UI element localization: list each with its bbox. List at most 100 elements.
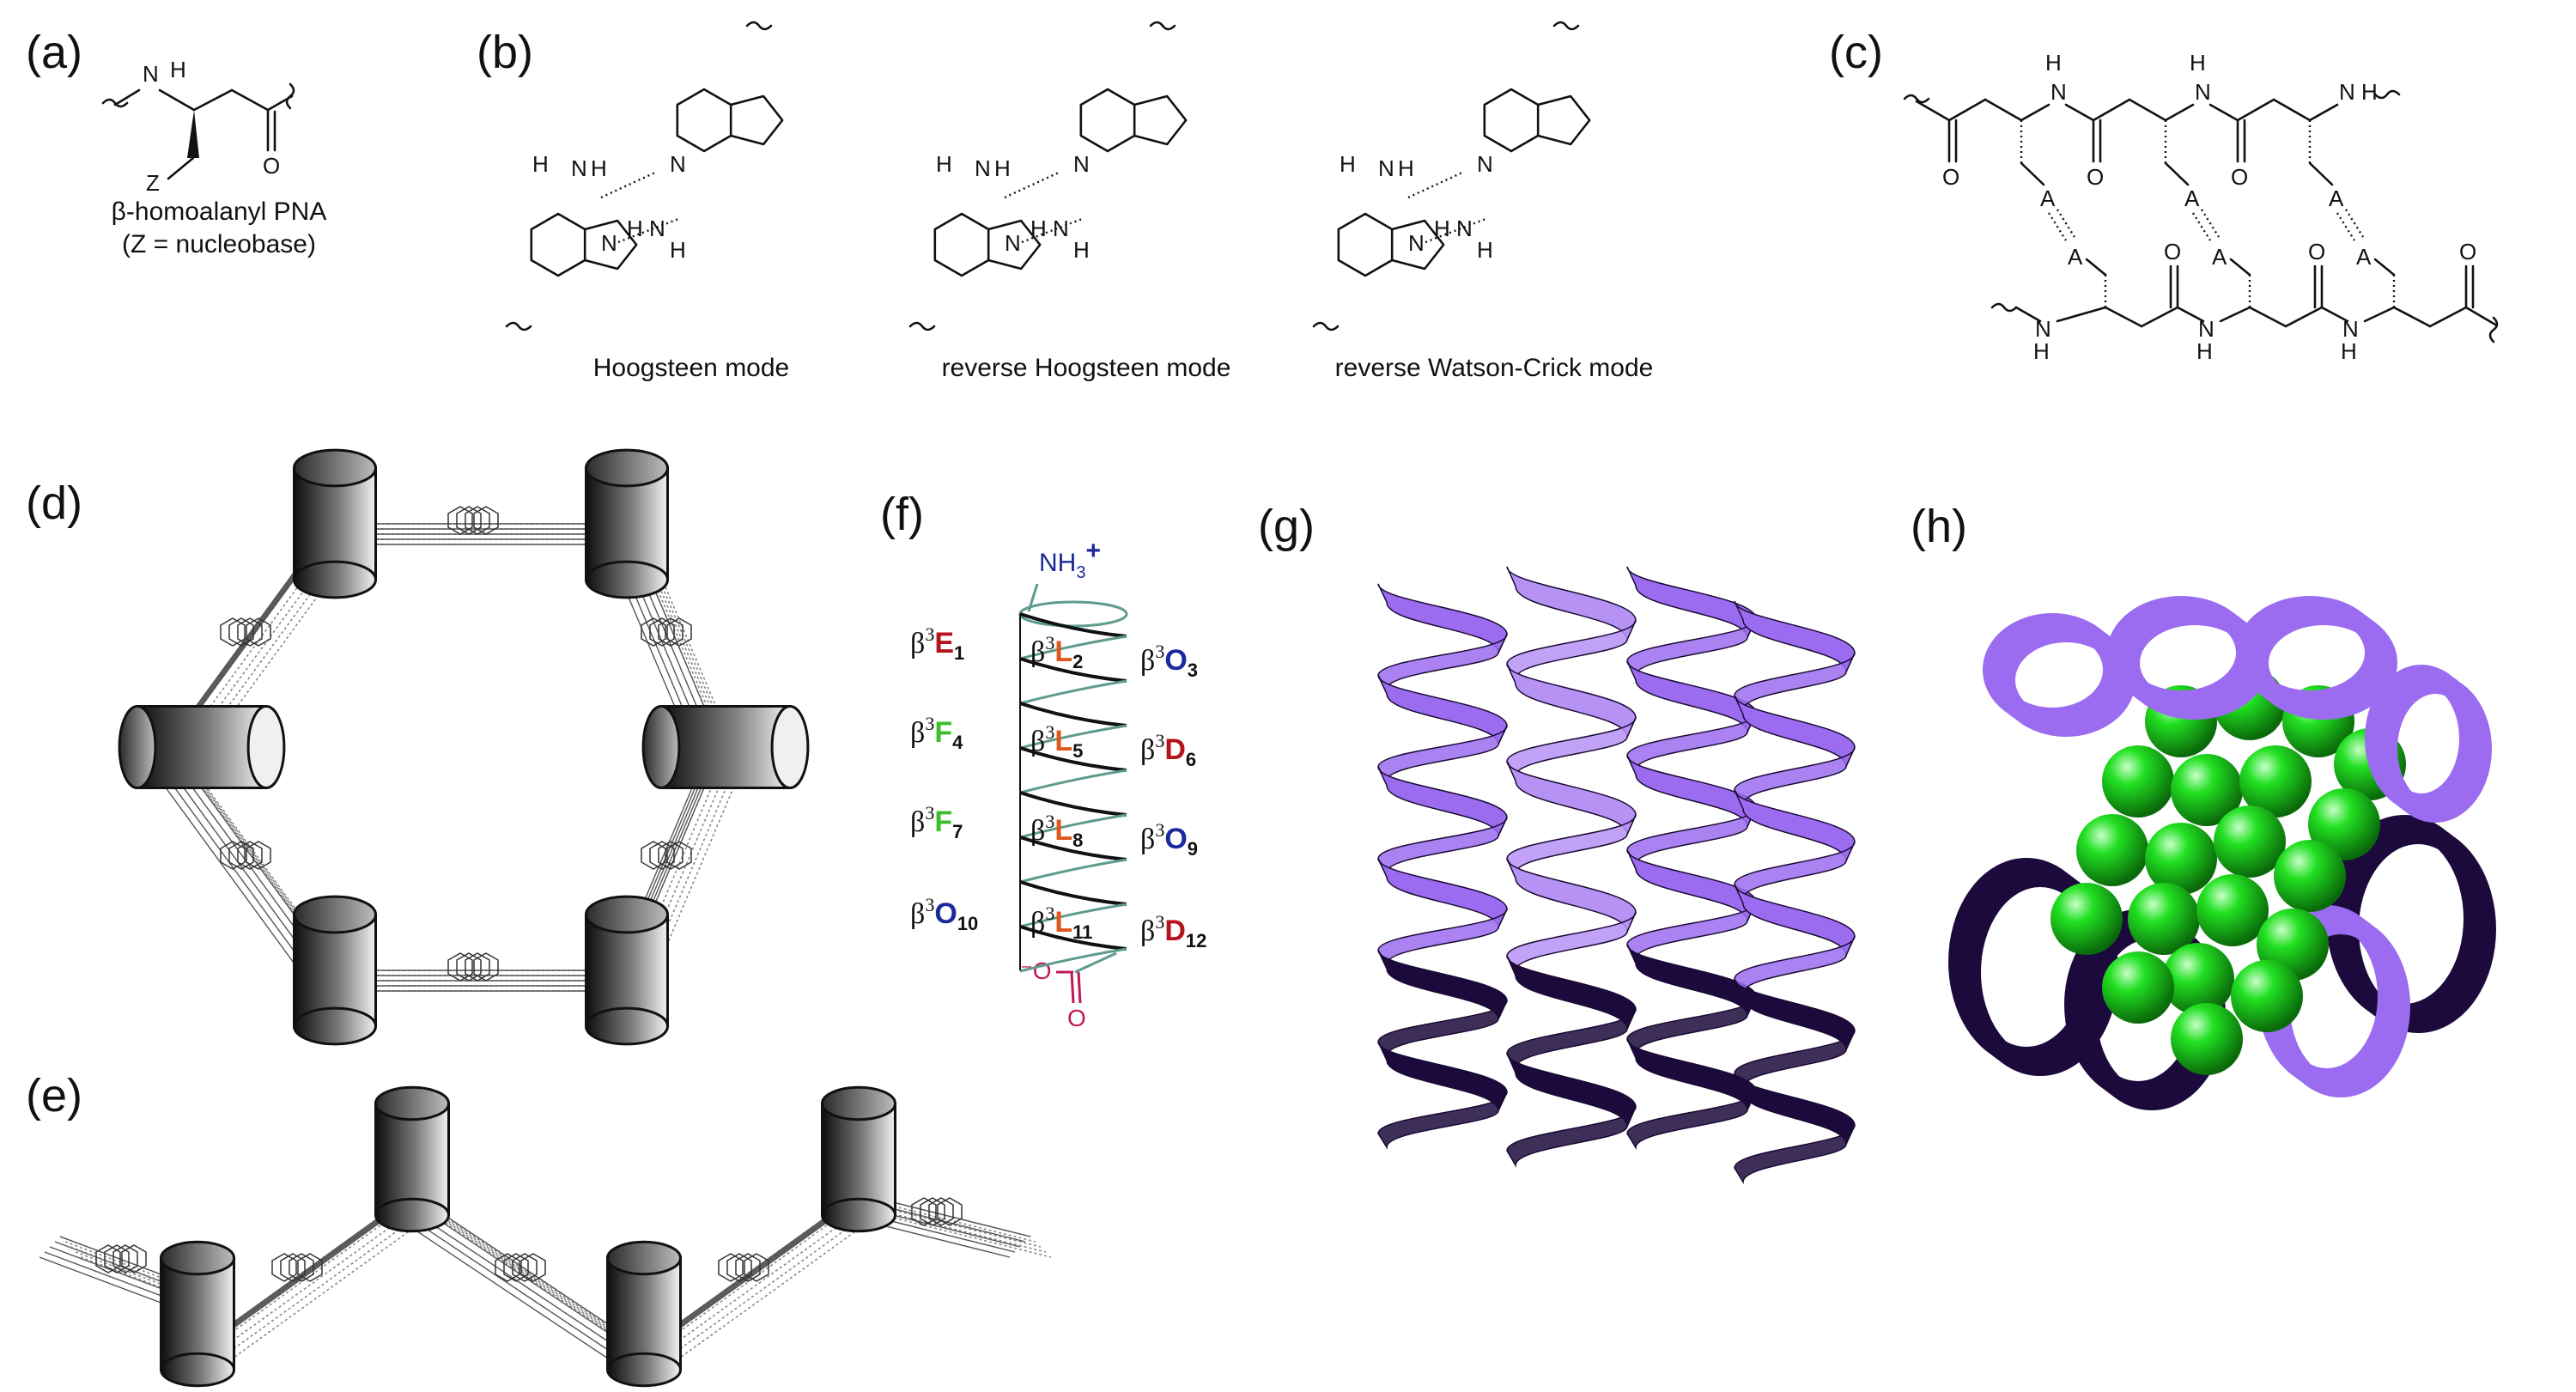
panel-d-hexamer [118,448,810,1046]
residue-label: β3L2 [1030,632,1083,672]
c-terminus-o-label: O [1067,1005,1086,1031]
sphere-h-13 [2128,883,2200,955]
sphere-h-11 [2214,805,2286,878]
sphere-h-12 [2274,840,2346,912]
svg-text:H: H [1030,216,1047,241]
residue-label: β3F7 [910,802,963,842]
svg-text:H: H [532,151,549,177]
sphere-h-19 [2171,1003,2243,1075]
panel-label-b: (b) [477,27,533,78]
svg-text:N: N [649,216,665,241]
svg-text:N: N [670,151,686,177]
svg-text:O: O [2087,164,2104,190]
mode-caption-reverse-hoogsteen: reverse Hoogsteen mode [941,354,1231,382]
atom-o: O [263,153,280,179]
svg-text:A: A [2329,185,2344,211]
sphere-h-9 [2076,814,2148,886]
svg-text:O: O [2459,239,2476,264]
svg-text:N: N [2342,316,2359,342]
svg-text:H: H [936,151,952,177]
cylinder-d-6 [118,705,286,789]
cylinder-e-4 [821,1085,896,1233]
svg-text:N: N [2198,316,2215,342]
residue-label: β3D6 [1140,730,1196,770]
svg-text:A: A [2068,244,2083,270]
residue-label: β3L11 [1030,903,1092,943]
panel-c-structure: O N H O N H O N H A A A A A A N H [1903,50,2499,364]
helix-g-2 [1506,566,1637,1168]
svg-text:N: N [1005,230,1021,256]
panel-a-structure: N H O Z [101,57,295,196]
sphere-h-20 [2050,883,2123,955]
n-terminus-label: NH3+ [1039,537,1101,582]
svg-text:H: H [1073,237,1090,263]
svg-text:N: N [1456,216,1473,241]
cylinder-d-5 [293,895,377,1046]
svg-text:H: H [670,237,686,263]
residue-label: β3L5 [1030,721,1083,762]
svg-text:O: O [2164,239,2181,264]
atom-n: N [143,61,159,87]
sphere-h-6 [2171,754,2243,826]
helix-g-1 [1377,583,1508,1150]
svg-text:A: A [2356,244,2372,270]
panel-label-g: (g) [1258,501,1315,552]
svg-text:N: N [2050,79,2067,105]
svg-text:O: O [2231,164,2248,190]
svg-text:H: H [2033,338,2050,364]
svg-text:N: N [975,155,991,181]
helix-g-4 [1734,600,1856,1185]
sphere-h-16 [2162,943,2234,1015]
sphere-h-10 [2145,823,2217,895]
residue-label: β3O9 [1140,819,1198,860]
svg-text:N: N [571,155,587,181]
svg-text:H: H [2190,50,2206,76]
sphere-h-5 [2102,745,2174,818]
panel-a-caption-line2: (Z = nucleobase) [122,230,316,258]
svg-text:H: H [591,155,607,181]
panel-label-d: (d) [26,477,82,529]
cylinder-d-2 [585,448,669,599]
mode-caption-hoogsteen: Hoogsteen mode [592,354,790,382]
residue-label: β3E1 [910,623,964,664]
panel-label-e: (e) [26,1070,82,1122]
coil-h-8 [2365,665,2492,823]
cylinder-d-1 [293,448,377,599]
atom-z: Z [146,170,160,196]
panel-label-a: (a) [26,27,82,78]
residue-label: β3O3 [1140,641,1198,681]
residue-label: β3L8 [1030,811,1083,851]
svg-text:H: H [2045,50,2062,76]
panel-g-bundle [1377,566,1856,1185]
svg-text:N: N [1073,151,1090,177]
atom-h: H [170,57,186,82]
residue-label: β3F4 [910,713,963,753]
residue-label: β3D12 [1140,911,1206,951]
svg-text:N: N [1378,155,1394,181]
residue-label: β3O10 [910,894,978,934]
svg-text:H: H [2341,338,2357,364]
svg-text:A: A [2184,185,2200,211]
panel-e-zigzag [39,1085,1052,1388]
svg-text:H: H [2361,79,2378,105]
svg-text:A: A [2212,244,2227,270]
svg-text:H: H [2196,338,2213,364]
helix-g-3 [1626,566,1757,1151]
svg-text:N: N [1477,151,1493,177]
sphere-h-18 [2231,960,2303,1032]
mode-caption-reverse-watson-crick: reverse Watson-Crick mode [1334,354,1654,382]
cylinder-e-3 [606,1240,682,1388]
svg-text:N: N [2195,79,2211,105]
sphere-h-8 [2308,788,2380,860]
coil-h-7 [2236,596,2397,720]
svg-text:H: H [627,216,643,241]
cylinder-d-3 [641,705,810,789]
svg-text:N: N [601,230,617,256]
svg-text:N: N [1053,216,1069,241]
svg-text:N: N [2339,79,2355,105]
svg-text:H: H [1398,155,1414,181]
